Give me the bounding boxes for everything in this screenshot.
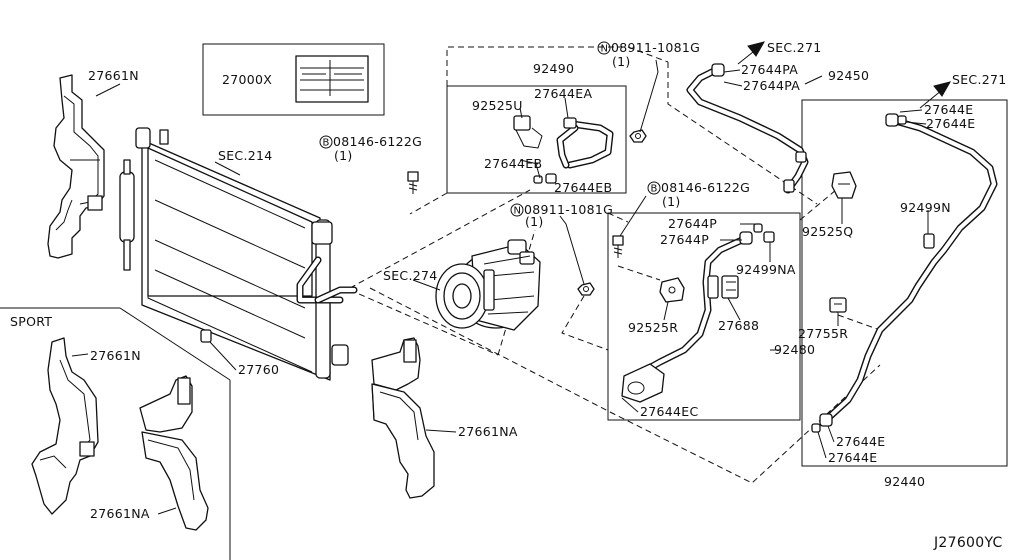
air-guide-27661na-sport xyxy=(139,375,209,531)
label-bolt-08146-left: 08146-6122G xyxy=(333,134,422,149)
label-27644e-3: 27644E xyxy=(836,434,885,449)
label-sec214: SEC.214 xyxy=(218,148,273,163)
label-27644pa-1: 27644PA xyxy=(741,62,798,77)
clip-27760 xyxy=(200,329,212,343)
label-92525u: 92525U xyxy=(472,98,523,113)
label-27688: 27688 xyxy=(718,318,759,333)
air-guide-27661na-center xyxy=(371,337,435,499)
label-sec274: SEC.274 xyxy=(383,268,438,283)
arrow-sec271-b xyxy=(919,81,952,109)
label-92440: 92440 xyxy=(884,474,925,489)
nut-symbol-2: N xyxy=(510,203,524,217)
label-27661n-upper: 27661N xyxy=(88,68,139,83)
air-guide-27661n-upper xyxy=(47,74,105,259)
label-92525q: 92525Q xyxy=(802,224,853,239)
label-27644e-1: 27644E xyxy=(924,102,973,117)
label-27000x: 27000X xyxy=(222,72,272,87)
label-27644e-4: 27644E xyxy=(828,450,877,465)
label-27644pa-2: 27644PA xyxy=(743,78,800,93)
box-92440-group xyxy=(801,99,1008,467)
bracket-92525r xyxy=(659,277,685,303)
svg-text:B: B xyxy=(323,138,330,149)
bolt-symbol-1: B xyxy=(319,135,333,149)
compressor-sec274 xyxy=(435,239,541,331)
label-27644ec: 27644EC xyxy=(640,404,699,419)
label-92480: 92480 xyxy=(774,342,815,357)
label-nut-08911-center: 08911-1081G xyxy=(524,202,613,217)
label-27644eb-1: 27644EB xyxy=(484,156,542,171)
nut-symbol-1: N xyxy=(597,41,611,55)
nut-08911-center xyxy=(577,282,595,296)
label-27644p-1: 27644P xyxy=(668,216,717,231)
label-bolt-08146-center: 08146-6122G xyxy=(661,180,750,195)
clip-27755r xyxy=(829,297,847,313)
label-sec271-b: SEC.271 xyxy=(952,72,1007,87)
label-27661na-center: 27661NA xyxy=(458,424,518,439)
label-bolt-08146-center-qty: (1) xyxy=(662,194,681,209)
label-nut-08911-center-qty: (1) xyxy=(525,214,544,229)
bolt-08146-center xyxy=(612,235,624,258)
label-nut-08911-top-qty: (1) xyxy=(612,54,631,69)
label-92450: 92450 xyxy=(828,68,869,83)
label-sec271-a: SEC.271 xyxy=(767,40,822,55)
pipe-92450 xyxy=(686,63,809,194)
pipe-92490 xyxy=(513,115,614,184)
air-guide-27661n-sport xyxy=(31,337,99,515)
label-27644ea: 27644EA xyxy=(534,86,592,101)
label-plate xyxy=(295,55,369,103)
diagram-code: J27600YC xyxy=(933,535,1003,551)
label-bolt-08146-left-qty: (1) xyxy=(334,148,353,163)
label-27644p-2: 27644P xyxy=(660,232,709,247)
label-27661n-sport: 27661N xyxy=(90,348,141,363)
pipe-92440 xyxy=(811,113,998,433)
nut-08911-top xyxy=(629,129,647,143)
bolt-symbol-2: B xyxy=(647,181,661,195)
condenser-sec214 xyxy=(119,127,358,381)
label-92499n: 92499N xyxy=(900,200,951,215)
bracket-92525q xyxy=(831,171,857,199)
label-92499na: 92499NA xyxy=(736,262,796,277)
label-27755r: 27755R xyxy=(798,326,848,341)
svg-text:N: N xyxy=(514,206,521,217)
label-nut-08911-top: 08911-1081G xyxy=(611,40,700,55)
box-92490-group xyxy=(446,85,627,194)
label-sport: SPORT xyxy=(10,314,52,329)
bolt-08146-left xyxy=(407,171,419,194)
label-27661na-sport: 27661NA xyxy=(90,506,150,521)
label-27644eb-2: 27644EB xyxy=(554,180,612,195)
arrow-sec271-a xyxy=(737,41,766,65)
label-box-27000x xyxy=(202,43,385,116)
label-27644e-2: 27644E xyxy=(926,116,975,131)
svg-text:N: N xyxy=(601,44,608,55)
label-92490: 92490 xyxy=(533,61,574,76)
label-27760: 27760 xyxy=(238,362,279,377)
box-92480-group xyxy=(607,212,801,421)
pipe-92480 xyxy=(621,223,775,403)
svg-text:B: B xyxy=(651,184,658,195)
label-92525r: 92525R xyxy=(628,320,678,335)
